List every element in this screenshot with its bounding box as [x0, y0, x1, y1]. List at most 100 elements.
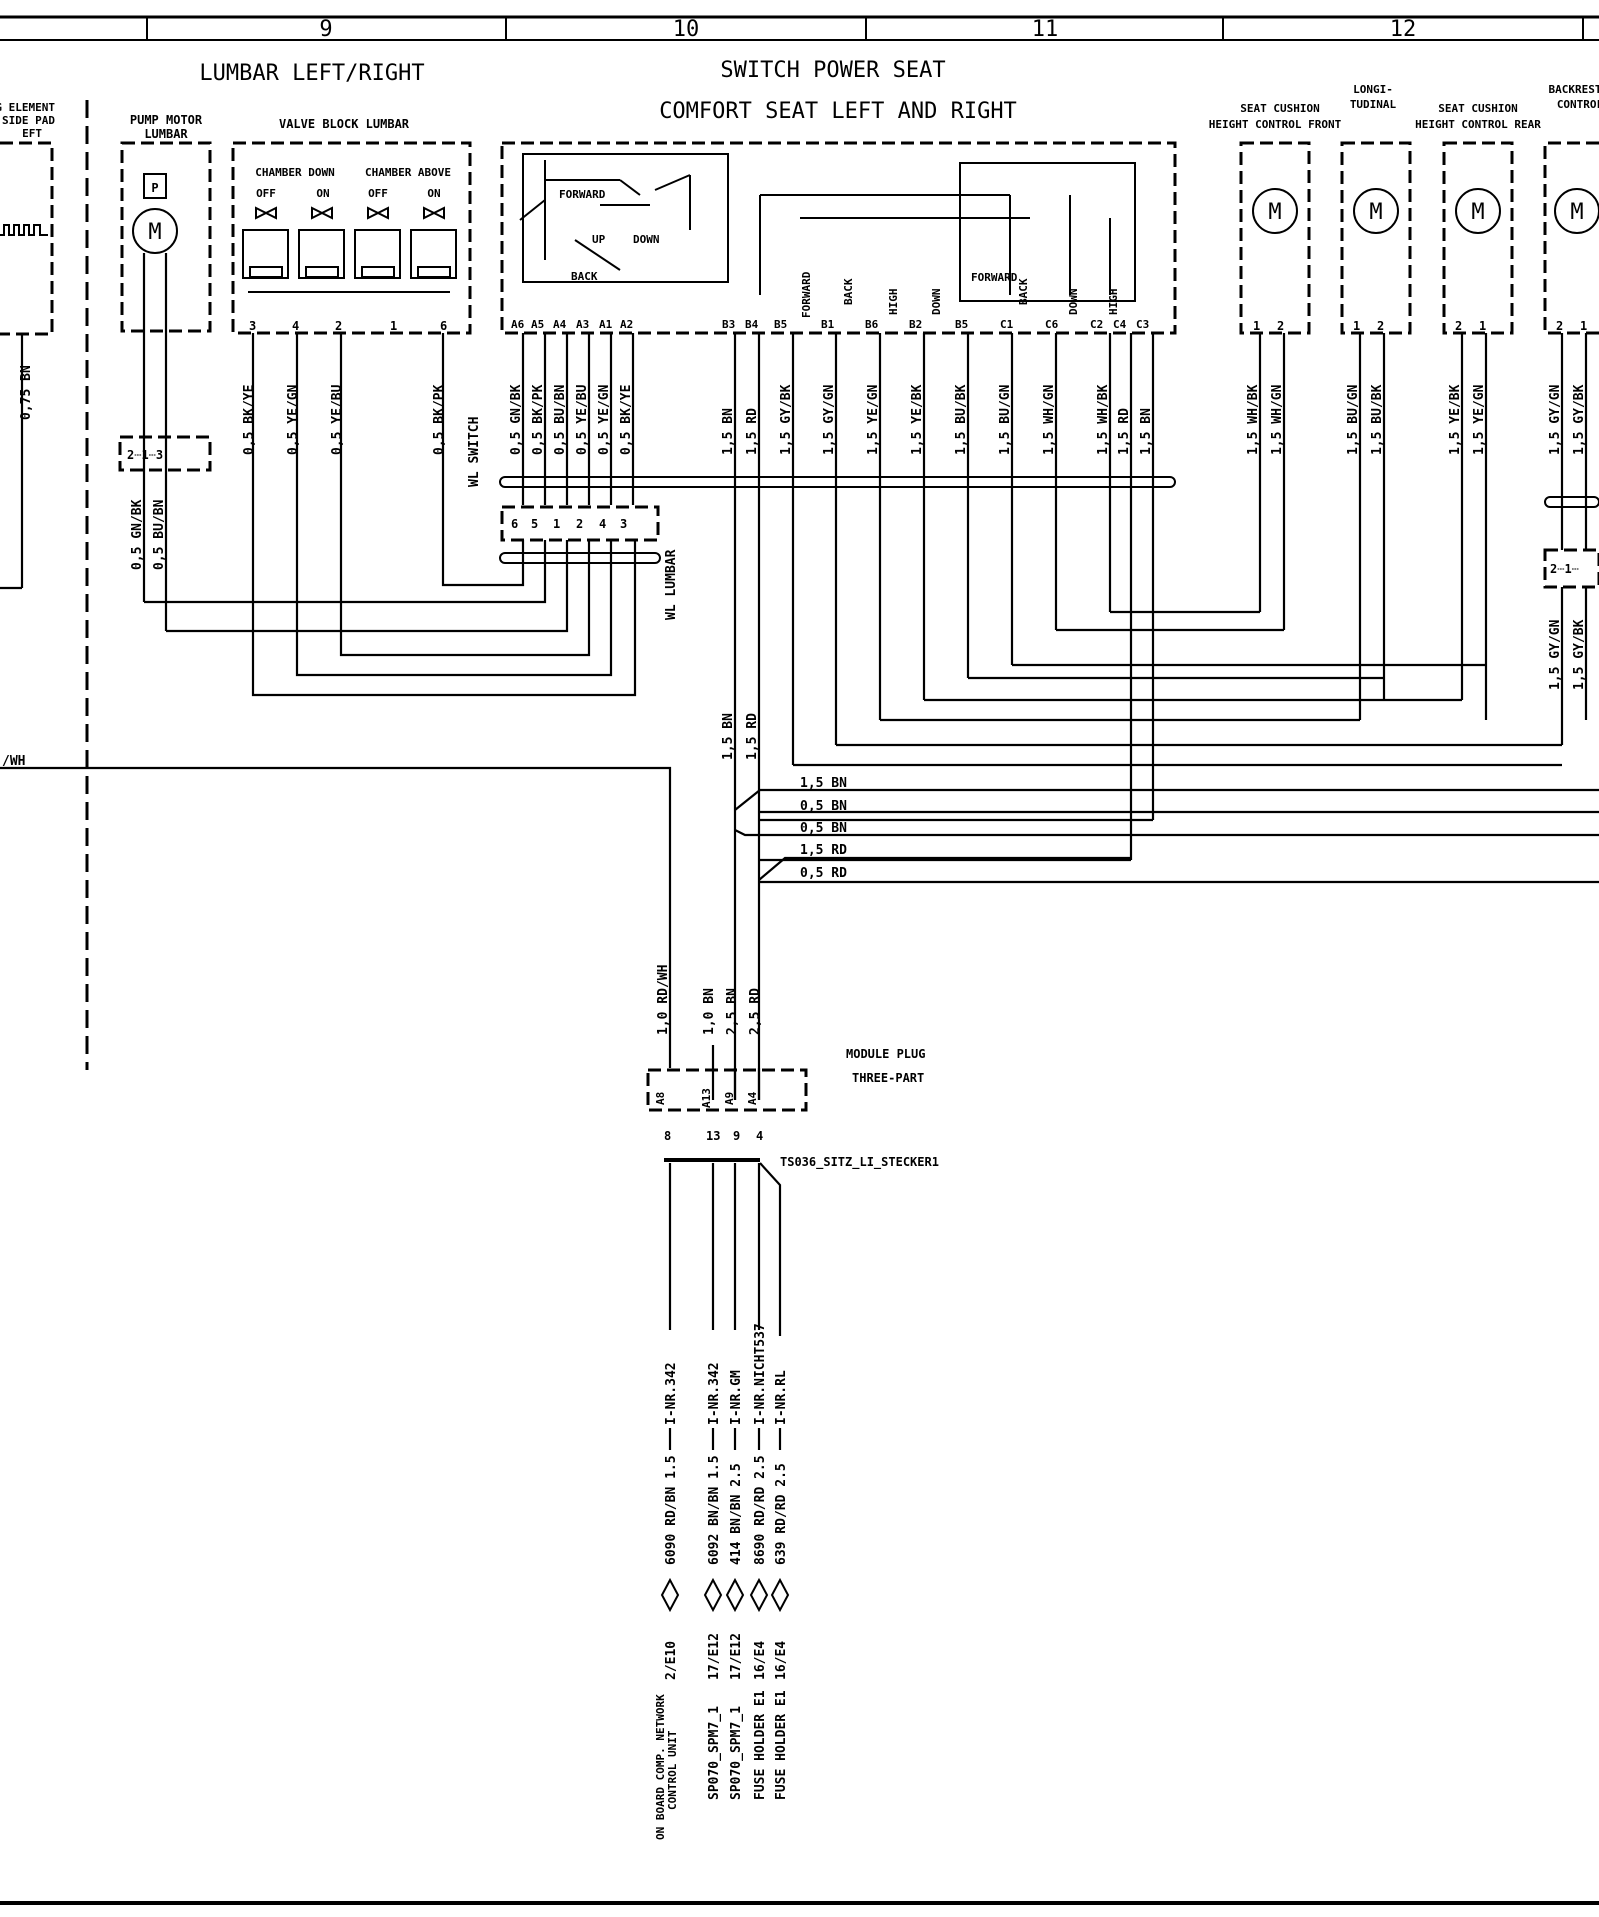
svg-text:2: 2 — [335, 319, 342, 333]
svg-text:C2: C2 — [1090, 318, 1103, 331]
motor-backrest: BACKREST CONTROL M 2 1 1,5 GY/GN 1,5 GY/… — [1543, 83, 1599, 745]
svg-text:1: 1 — [1580, 319, 1587, 333]
svg-text:2: 2 — [1556, 319, 1563, 333]
svg-text:1,5 BN: 1,5 BN — [721, 713, 736, 760]
svg-text:FORWARD: FORWARD — [971, 271, 1018, 284]
svg-text:0,5 YE/BU: 0,5 YE/BU — [330, 384, 345, 455]
module-plug-subtitle: THREE-PART — [852, 1071, 924, 1085]
svg-text:1,5 GY/GN: 1,5 GY/GN — [1548, 619, 1563, 690]
ground-terminal-icon — [749, 1577, 769, 1613]
svg-text:17/E12: 17/E12 — [729, 1633, 744, 1680]
motor-routing — [760, 610, 1562, 862]
svg-text:VALVE BLOCK LUMBAR: VALVE BLOCK LUMBAR — [279, 117, 410, 131]
svg-text:2: 2 — [1377, 319, 1384, 333]
svg-text:1,5 GY/GN: 1,5 GY/GN — [1548, 384, 1563, 455]
svg-text:I-NR.NICHT537: I-NR.NICHT537 — [753, 1323, 768, 1425]
svg-text:SEAT CUSHION: SEAT CUSHION — [1240, 102, 1319, 115]
svg-text:1,5 WH/GN: 1,5 WH/GN — [1042, 384, 1057, 455]
svg-text:2,5 RD: 2,5 RD — [748, 988, 763, 1035]
svg-text:A4: A4 — [553, 318, 567, 331]
svg-text:B6: B6 — [865, 318, 879, 331]
svg-text:A2: A2 — [620, 318, 633, 331]
svg-text:1,5 RD: 1,5 RD — [1117, 408, 1132, 455]
switch-power-seat: FORWARD UP DOWN BACK FORWARD FORWARD BAC… — [500, 141, 1177, 335]
svg-text:1,5 BU/BK: 1,5 BU/BK — [954, 384, 969, 455]
svg-text:C6: C6 — [1045, 318, 1059, 331]
ground-terminal-icon — [703, 1577, 723, 1613]
svg-text:B4: B4 — [745, 318, 759, 331]
connector-ref: TS036_SITZ_LI_STECKER1 — [780, 1155, 939, 1170]
svg-text:M: M — [1268, 200, 1281, 225]
svg-text:1: 1 — [390, 319, 397, 333]
lumbar-title: LUMBAR LEFT/RIGHT — [199, 61, 424, 86]
ground-terminal-icon — [660, 1577, 680, 1613]
terminal-item: I-NR.GM 414 BN/BN 2.5 17/E12 — [725, 1370, 745, 1680]
svg-text:M: M — [1570, 200, 1583, 225]
svg-text:A9: A9 — [723, 1092, 736, 1105]
svg-text:2: 2 — [1277, 319, 1284, 333]
motor-rear: SEAT CUSHION HEIGHT CONTROL REAR M 2 1 1… — [1415, 102, 1541, 720]
svg-text:0,5 BK/PK: 0,5 BK/PK — [531, 384, 546, 455]
svg-text:414 BN/BN 2.5: 414 BN/BN 2.5 — [729, 1463, 744, 1565]
svg-text:CONTROL: CONTROL — [1557, 98, 1599, 111]
svg-text:C4: C4 — [1113, 318, 1127, 331]
left-wire: /WH — [0, 754, 672, 1068]
svg-text:LONGI-: LONGI- — [1353, 83, 1393, 96]
svg-text:ON: ON — [316, 187, 329, 200]
terminal-item: I-NR.342 6090 RD/BN 1.5 2/E10 — [660, 1362, 680, 1680]
svg-text:1,5 WH/BK: 1,5 WH/BK — [1246, 384, 1261, 455]
svg-text:A13: A13 — [700, 1088, 713, 1108]
svg-text:13: 13 — [706, 1129, 720, 1143]
svg-text:DOWN: DOWN — [930, 289, 943, 316]
svg-text:LUMBAR: LUMBAR — [144, 127, 188, 141]
ground-terminal-icon — [725, 1577, 745, 1613]
svg-text:1,5 RD: 1,5 RD — [745, 713, 760, 760]
grid-col-10: 10 — [673, 17, 700, 42]
motor-icon — [132, 208, 178, 254]
svg-text:B1: B1 — [821, 318, 835, 331]
terminal-item: I-NR.342 6092 BN/BN 1.5 17/E12 — [703, 1362, 723, 1680]
svg-text:4: 4 — [292, 319, 299, 333]
svg-text:BACKREST: BACKREST — [1549, 83, 1599, 96]
svg-text:OFF: OFF — [368, 187, 388, 200]
svg-text:M: M — [148, 220, 161, 245]
svg-text:8: 8 — [664, 1129, 671, 1143]
svg-text:M: M — [1471, 200, 1484, 225]
svg-text:ON BOARD COMP. NETWORK: ON BOARD COMP. NETWORK — [654, 1694, 667, 1840]
svg-text:0,5 BU/BN: 0,5 BU/BN — [152, 499, 167, 570]
svg-text:M: M — [1369, 200, 1382, 225]
svg-text:1,5 BU/BK: 1,5 BU/BK — [1370, 384, 1385, 455]
terminal-list: I-NR.342 6090 RD/BN 1.5 2/E10 I-NR.342 6… — [660, 1323, 790, 1680]
svg-text:A5: A5 — [531, 318, 544, 331]
svg-text:OFF: OFF — [256, 187, 276, 200]
svg-text:BACK: BACK — [842, 278, 855, 305]
svg-text:UP: UP — [592, 233, 606, 246]
svg-text:SEAT CUSHION: SEAT CUSHION — [1438, 102, 1517, 115]
supply-bus: 1,5 BN 1,5 RD 1,5 BN 0,5 BN 0,5 BN 1,5 R… — [721, 713, 1599, 884]
svg-text:1,0 BN: 1,0 BN — [702, 988, 717, 1035]
svg-text:639 RD/RD 2.5: 639 RD/RD 2.5 — [774, 1463, 789, 1565]
lumbar-routing — [144, 333, 637, 697]
svg-text:C1: C1 — [1000, 318, 1014, 331]
grid-header: 9 10 11 12 — [0, 15, 1599, 42]
pump-motor-lumbar: PUMP MOTOR LUMBAR P M 2┄1┄3 0,5 GN/BK 0,… — [118, 113, 212, 631]
svg-text:1,5 YE/BK: 1,5 YE/BK — [910, 384, 925, 455]
svg-text:1,5 BN: 1,5 BN — [1139, 408, 1154, 455]
svg-text:1,5 BU/GN: 1,5 BU/GN — [1346, 384, 1361, 455]
svg-text:16/E4: 16/E4 — [753, 1641, 768, 1680]
svg-text:A6: A6 — [511, 318, 525, 331]
module-plug-title: MODULE PLUG — [846, 1047, 925, 1061]
svg-text:17/E12: 17/E12 — [707, 1633, 722, 1680]
svg-text:0,5 YE/GN: 0,5 YE/GN — [286, 384, 301, 455]
svg-text:2: 2 — [576, 517, 583, 531]
svg-text:1: 1 — [1253, 319, 1260, 333]
svg-text:B3: B3 — [722, 318, 735, 331]
svg-text:0,5 YE/BU: 0,5 YE/BU — [575, 384, 590, 455]
motor-longitudinal: LONGI- TUDINAL M 1 2 1,5 BU/GN 1,5 BU/BK — [1340, 83, 1412, 720]
svg-text:CHAMBER ABOVE: CHAMBER ABOVE — [365, 166, 451, 179]
svg-text:CHAMBER DOWN: CHAMBER DOWN — [255, 166, 334, 179]
svg-text:5: 5 — [531, 517, 538, 531]
svg-text:2: 2 — [1455, 319, 1462, 333]
svg-text:1,5 RD: 1,5 RD — [800, 843, 847, 858]
